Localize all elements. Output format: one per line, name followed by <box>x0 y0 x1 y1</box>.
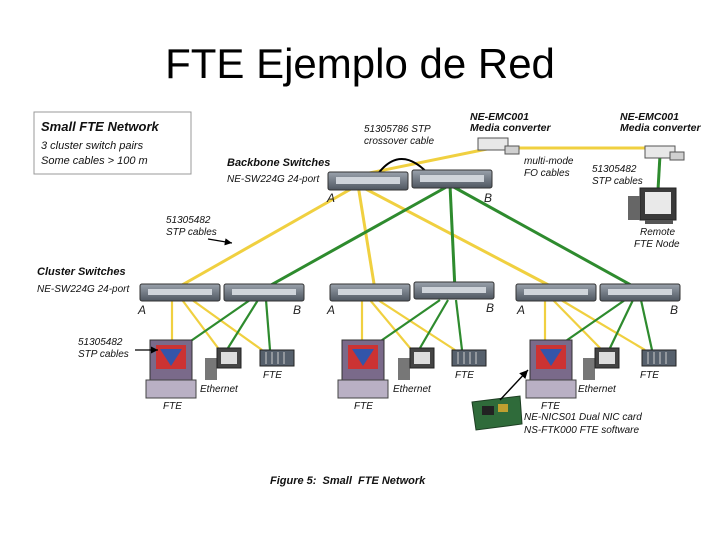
media-converter-2-desc: Media converter <box>620 122 701 134</box>
cluster3-a-label: A <box>516 303 525 317</box>
media-converter-2-part: NE-EMC001 <box>620 111 679 123</box>
yellow-cables <box>181 146 657 292</box>
green-cable <box>448 184 457 291</box>
group1-station-label: FTE <box>163 401 182 412</box>
info-box-heading: Small FTE Network <box>41 119 160 134</box>
fte-rack <box>641 349 677 367</box>
stp-left-part: 51305482 <box>78 337 123 348</box>
remote-node-line2: FTE Node <box>634 239 680 250</box>
fte-rack <box>259 349 295 367</box>
media-converter-2 <box>644 145 685 161</box>
nic-line2: NS-FTK000 FTE software <box>524 425 639 436</box>
fte-rack <box>451 349 487 367</box>
fte-station <box>337 339 389 399</box>
figure-caption: Figure 5: Small FTE Network <box>270 475 426 487</box>
nic-card <box>471 395 523 431</box>
info-box: Small FTE Network 3 cluster switch pairs… <box>33 111 192 175</box>
fte-station <box>145 339 197 399</box>
cluster-switch-pair-1 <box>139 283 305 302</box>
group3-rack-label: FTE <box>640 370 659 381</box>
media-converter-1-desc: Media converter <box>470 122 551 134</box>
cluster-title: Cluster Switches <box>37 266 126 278</box>
backbone-switch-a <box>327 171 409 191</box>
yellow-cable <box>356 184 377 291</box>
stp-mid-arrow <box>207 238 233 246</box>
group1-rack-label: FTE <box>263 370 282 381</box>
slide-title: FTE Ejemplo de Red <box>165 40 555 87</box>
media-converter-1 <box>477 137 520 155</box>
backbone-switch-b <box>411 169 493 189</box>
green-cable <box>449 183 641 292</box>
fte-station <box>525 339 577 399</box>
group3-ethernet-label: Ethernet <box>578 384 617 395</box>
cluster-model: NE-SW224G 24-port <box>37 284 130 295</box>
yellow-cable <box>181 183 359 287</box>
stp-mid-desc: STP cables <box>166 227 217 238</box>
ethernet-computer <box>398 347 435 380</box>
remote-fte-node <box>628 187 677 224</box>
stp-left-desc: STP cables <box>78 349 129 360</box>
ethernet-computer <box>205 347 242 380</box>
nic-arrow <box>499 369 529 401</box>
stp-right-part: 51305482 <box>592 164 637 175</box>
crossover-part: 51305786 STP <box>364 124 431 135</box>
info-box-line1: 3 cluster switch pairs <box>41 140 144 152</box>
group1-ethernet-label: Ethernet <box>200 384 239 395</box>
remote-node-line1: Remote <box>640 227 675 238</box>
green-cables <box>261 154 662 292</box>
cluster3-b-label: B <box>670 303 678 317</box>
group3-station-label: FTE <box>541 401 560 412</box>
info-box-line2: Some cables > 100 m <box>41 155 148 167</box>
ethernet-computer <box>583 347 620 380</box>
cluster1-a-label: A <box>137 303 146 317</box>
green-cable <box>261 183 451 292</box>
backbone-model: NE-SW224G 24-port <box>227 174 320 185</box>
node-cables <box>170 296 654 351</box>
cluster2-a-label: A <box>326 303 335 317</box>
cluster-switch-pair-2 <box>329 281 495 302</box>
crossover-desc: crossover cable <box>364 136 434 147</box>
group2-ethernet-label: Ethernet <box>393 384 432 395</box>
green-cable <box>656 154 662 191</box>
cluster-switch-pair-3 <box>515 283 681 302</box>
backbone-a-label: A <box>326 191 335 205</box>
node-group-2 <box>337 339 487 399</box>
nic-line1: NE-NICS01 Dual NIC card <box>524 412 642 423</box>
stp-right-desc: STP cables <box>592 176 643 187</box>
fo-cables-line2: FO cables <box>524 168 570 179</box>
cluster1-b-label: B <box>293 303 301 317</box>
backbone-title: Backbone Switches <box>227 157 330 169</box>
media-converter-1-part: NE-EMC001 <box>470 111 529 123</box>
stp-mid-part: 51305482 <box>166 215 211 226</box>
cluster2-b-label: B <box>486 301 494 315</box>
node-group-3 <box>525 339 677 399</box>
group2-rack-label: FTE <box>455 370 474 381</box>
backbone-b-label: B <box>484 191 492 205</box>
yellow-cable <box>357 183 559 292</box>
group2-station-label: FTE <box>354 401 373 412</box>
fo-cables-line1: multi-mode <box>524 156 574 167</box>
